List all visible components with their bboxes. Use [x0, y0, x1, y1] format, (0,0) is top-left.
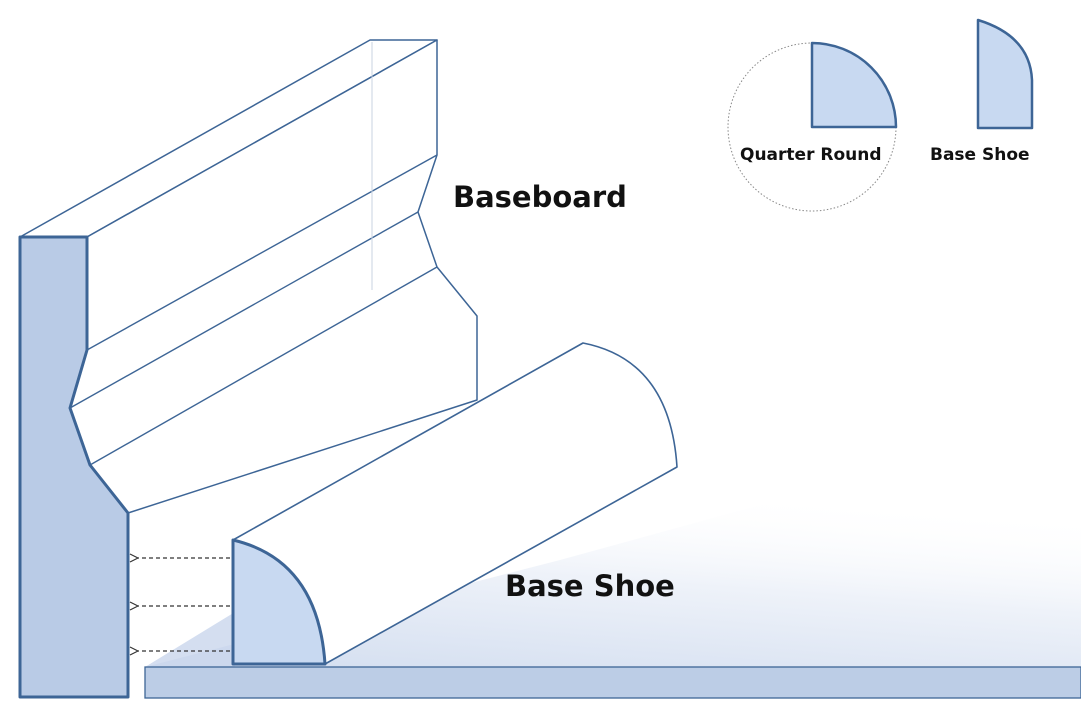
base-shoe-end-profile: [231, 538, 327, 666]
quarter-round-profile: [727, 41, 898, 212]
baseboard-label: Baseboard: [453, 180, 627, 214]
baseboard-end-profile: [18, 235, 130, 699]
floor-slab: [144, 666, 1081, 699]
base-shoe-molding: [231, 342, 678, 666]
base-shoe-profile: [976, 18, 1034, 130]
push-arrows: [138, 558, 230, 651]
quarter-round-label: Quarter Round: [740, 145, 882, 165]
baseboard-molding: [18, 39, 478, 699]
base-shoe-label: Base Shoe: [505, 569, 675, 603]
base-shoe-profile-label: Base Shoe: [930, 145, 1030, 165]
